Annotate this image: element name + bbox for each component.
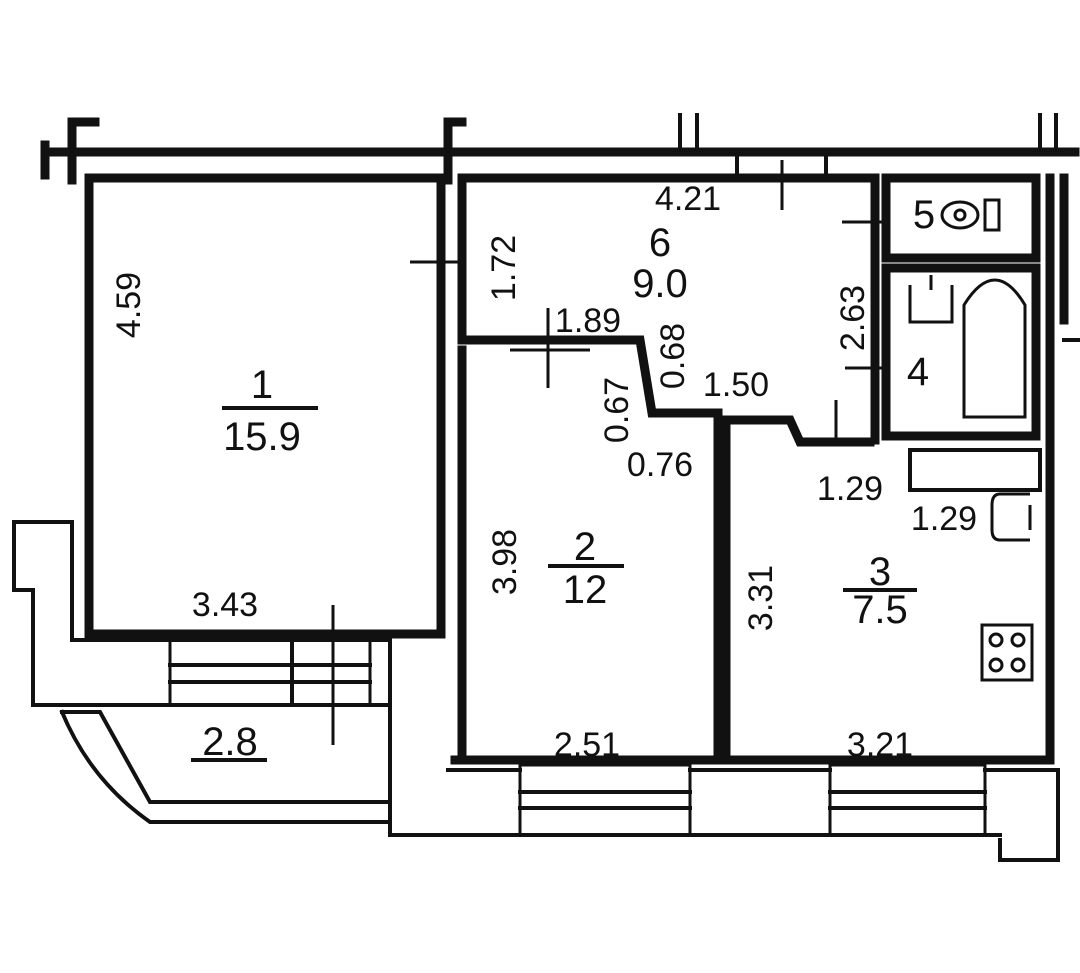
balcony-area: 2.8 — [202, 720, 258, 764]
stove-icon — [980, 623, 1034, 682]
room-6-area: 9.0 — [632, 262, 688, 306]
door-marks — [331, 160, 886, 745]
bathtub-icon — [962, 278, 1027, 419]
dim-corridor-step-b: 0.67 — [598, 377, 636, 443]
dim-bath-length: 2.63 — [834, 285, 872, 351]
dim-corridor-step-a: 0.68 — [654, 323, 692, 389]
dim-room3-length: 3.31 — [742, 565, 780, 631]
dim-room1-length: 4.59 — [110, 272, 148, 338]
windows — [168, 638, 987, 837]
room-1-area: 15.9 — [223, 415, 301, 459]
dimension-labels: 3.43 4.59 4.21 1.72 1.89 0.68 0.67 1.50 … — [110, 180, 977, 764]
room-5-number: 5 — [913, 193, 935, 237]
toilet-icon — [940, 198, 1001, 232]
dim-room2-width: 2.51 — [554, 726, 620, 764]
dim-room3-niche-a: 1.29 — [817, 470, 883, 508]
fixtures — [908, 198, 1034, 682]
dim-room3-niche-b: 1.29 — [911, 500, 977, 538]
room-3-number: 3 — [869, 550, 891, 594]
balcony-outline — [59, 709, 392, 824]
dim-room1-width: 3.43 — [192, 586, 258, 624]
kitchen-sink-icon — [990, 492, 1032, 542]
room-labels: 1 15.9 2 12 3 7.5 4 5 6 9.0 2.8 — [191, 193, 935, 764]
room-2-number: 2 — [574, 525, 596, 569]
room-3-area: 7.5 — [852, 588, 908, 632]
dim-corridor-length: 1.50 — [703, 366, 769, 404]
walls — [12, 113, 1080, 862]
sink-icon — [908, 275, 954, 324]
dim-room2-length: 3.98 — [486, 529, 524, 595]
dim-room6-width: 4.21 — [655, 180, 721, 218]
dim-room3-width: 3.21 — [847, 726, 913, 764]
dim-door-gap: 0.76 — [627, 446, 693, 484]
dim-corridor-width: 1.89 — [555, 302, 621, 340]
dim-room6-depth: 1.72 — [485, 235, 523, 301]
room-6-number: 6 — [649, 221, 671, 265]
room-4-number: 4 — [907, 350, 929, 394]
room-2-area: 12 — [563, 568, 608, 612]
room-1-number: 1 — [251, 363, 273, 407]
